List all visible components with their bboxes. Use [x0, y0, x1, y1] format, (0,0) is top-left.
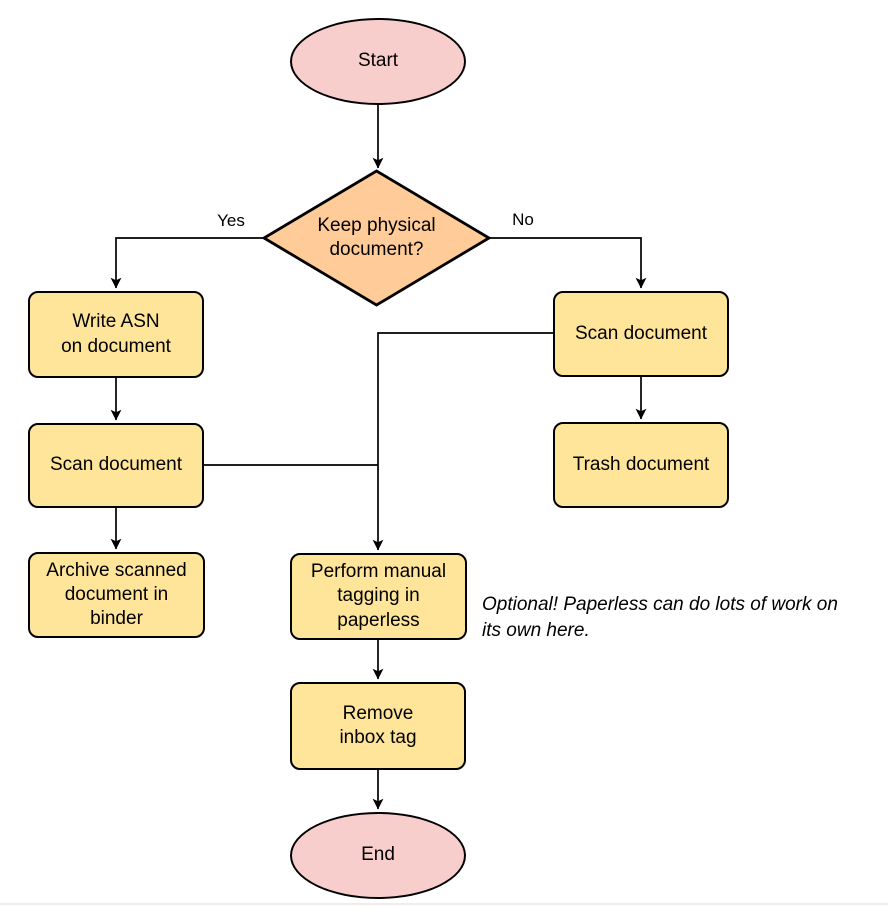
node-remove-inbox: Remove inbox tag — [290, 682, 466, 770]
node-tagging: Perform manual tagging in paperless — [290, 553, 467, 640]
node-scan-right: Scan document — [553, 291, 729, 377]
node-start: Start — [290, 18, 466, 105]
bottom-edge-rule — [0, 903, 888, 905]
node-write-asn: Write ASN on document — [28, 291, 204, 378]
node-remove-inbox-label: Remove inbox tag — [339, 702, 417, 748]
edge-label-no: No — [503, 210, 543, 230]
node-start-label: Start — [357, 50, 399, 72]
edge-decision-yes-to-write-asn — [110, 237, 263, 289]
node-scan-right-label: Scan document — [574, 322, 708, 344]
node-trash: Trash document — [553, 422, 729, 508]
node-decision-label: Keep physical document? — [317, 214, 436, 260]
node-archive: Archive scanned document in binder — [28, 552, 205, 638]
node-decision: Keep physical document? — [276, 171, 477, 305]
node-scan-left-label: Scan document — [49, 454, 183, 476]
edge-decision-no-to-scan-right — [490, 237, 647, 289]
decision-diamond-shape — [261, 169, 492, 307]
node-archive-label: Archive scanned document in binder — [46, 559, 187, 630]
note-optional: Optional! Paperless can do lots of work … — [482, 594, 838, 641]
edge-label-yes: Yes — [211, 211, 251, 231]
node-scan-left: Scan document — [28, 423, 204, 508]
node-end-label: End — [361, 844, 395, 866]
node-end: End — [290, 812, 466, 899]
node-write-asn-label: Write ASN on document — [61, 311, 171, 357]
node-tagging-label: Perform manual tagging in paperless — [310, 561, 447, 631]
edge-scan-right-to-tagging — [372, 332, 553, 551]
node-trash-label: Trash document — [572, 453, 710, 475]
